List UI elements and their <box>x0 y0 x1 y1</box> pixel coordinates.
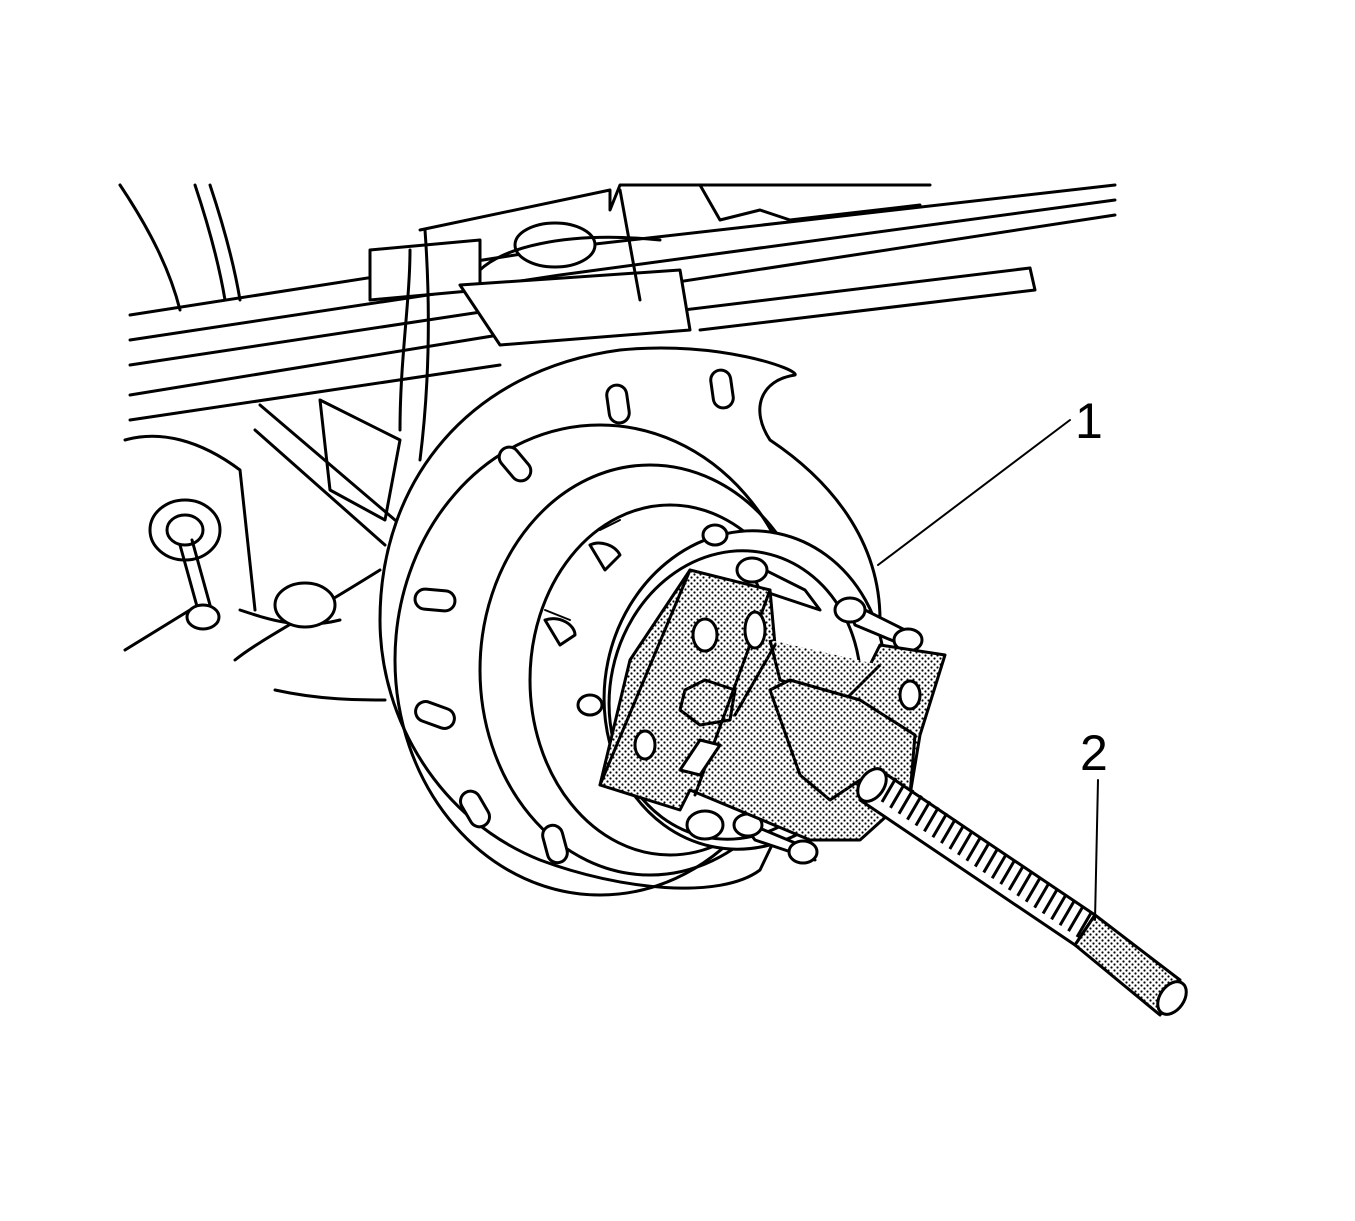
screw-threads <box>880 777 1093 938</box>
thread-mark <box>889 783 906 809</box>
thread-mark <box>1007 865 1025 891</box>
callout-1: 1 <box>1075 393 1103 449</box>
thread-mark <box>1024 877 1042 903</box>
thread-mark <box>999 859 1016 885</box>
thread-mark <box>990 853 1008 880</box>
thread-mark <box>1050 894 1067 921</box>
callout-1-label: 1 <box>1075 393 1103 449</box>
thread-mark <box>931 812 949 838</box>
thread-mark <box>982 847 1000 874</box>
thread-mark <box>973 841 991 868</box>
forcing-screw <box>856 767 1188 1017</box>
thread-mark <box>906 794 923 821</box>
thread-mark <box>948 824 966 850</box>
thread-mark <box>957 830 974 856</box>
axle-housing <box>118 183 397 702</box>
thread-mark <box>965 835 983 862</box>
wheel-studs <box>576 523 924 865</box>
thread-mark <box>1067 906 1084 932</box>
thread-mark <box>880 777 898 803</box>
callout-2: 2 <box>1080 725 1108 781</box>
thread-mark <box>1016 871 1033 897</box>
thread-mark <box>914 800 932 827</box>
thread-mark <box>1033 882 1050 909</box>
spring-bracket <box>318 183 932 522</box>
thread-mark <box>1058 900 1076 927</box>
thread-mark <box>1075 912 1093 938</box>
thread-mark <box>940 818 957 844</box>
callout-2-label: 2 <box>1080 725 1108 781</box>
leader-lines <box>877 419 1099 921</box>
rotor-slots <box>413 368 735 865</box>
bolt-left <box>148 498 222 631</box>
hub-puller-tool <box>598 568 947 842</box>
thread-mark <box>897 788 915 815</box>
thread-mark <box>1041 888 1059 915</box>
thread-mark <box>923 806 940 833</box>
